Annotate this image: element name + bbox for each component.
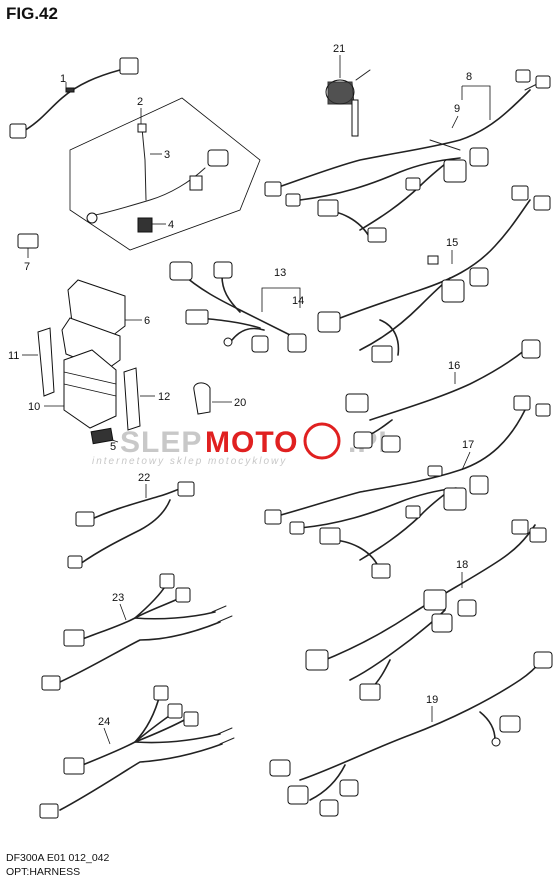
part-10-ecm[interactable] bbox=[63, 349, 117, 429]
callout-23: 23 bbox=[112, 592, 124, 604]
part-23-harness[interactable] bbox=[41, 573, 233, 691]
callout-4: 4 bbox=[168, 219, 174, 231]
part-5-pad[interactable] bbox=[90, 427, 114, 445]
callout-16: 16 bbox=[448, 360, 460, 372]
figure-title: FIG.42 bbox=[6, 4, 58, 23]
part-17-harness[interactable] bbox=[264, 395, 551, 579]
watermark-tagline: internetowy sklep motocyklowy bbox=[92, 456, 287, 467]
part-21-buzzer[interactable] bbox=[325, 69, 371, 137]
figure-subtitle: OPT:HARNESS bbox=[6, 866, 81, 878]
watermark: SLEP MOTO .PL internetowy sklep motocykl… bbox=[92, 422, 397, 467]
callout-11: 11 bbox=[8, 350, 19, 362]
callout-7: 7 bbox=[24, 261, 30, 273]
callout-18: 18 bbox=[456, 559, 468, 571]
callout-3: 3 bbox=[164, 149, 170, 161]
callout-19: 19 bbox=[426, 694, 438, 706]
callout-22: 22 bbox=[138, 472, 150, 484]
part-20-boot[interactable] bbox=[193, 382, 211, 415]
part-16-harness[interactable] bbox=[345, 339, 541, 453]
part-22-harness[interactable] bbox=[67, 481, 195, 569]
callout-20: 20 bbox=[234, 397, 246, 409]
part-18-harness[interactable] bbox=[305, 519, 547, 701]
part-11-bracket[interactable] bbox=[37, 327, 55, 397]
callout-21: 21 bbox=[333, 43, 345, 55]
figure-code: DF300A E01 012_042 bbox=[6, 852, 110, 864]
watermark-text-left: SLEP bbox=[120, 426, 202, 459]
callout-2: 2 bbox=[137, 96, 143, 108]
part-7-cap[interactable] bbox=[17, 233, 39, 249]
part-19-harness[interactable] bbox=[269, 651, 553, 817]
callout-15: 15 bbox=[446, 237, 458, 249]
callout-10: 10 bbox=[28, 401, 40, 413]
watermark-text-mid: MOTO bbox=[205, 426, 298, 459]
part-24-harness[interactable] bbox=[39, 685, 235, 819]
callout-14: 14 bbox=[292, 295, 304, 307]
callout-24: 24 bbox=[98, 716, 110, 728]
callout-12: 12 bbox=[158, 391, 170, 403]
callout-5: 5 bbox=[110, 441, 116, 453]
callout-13: 13 bbox=[274, 267, 286, 279]
part-8-harness[interactable] bbox=[264, 69, 551, 243]
callout-6: 6 bbox=[144, 315, 150, 327]
callout-17: 17 bbox=[462, 439, 474, 451]
part-12-bracket[interactable] bbox=[123, 367, 141, 431]
callout-8: 8 bbox=[466, 71, 472, 83]
part-2-kit[interactable] bbox=[69, 97, 261, 251]
part-15-harness[interactable] bbox=[317, 185, 551, 363]
part-13-harness[interactable] bbox=[169, 261, 307, 353]
watermark-logo-icon bbox=[303, 422, 341, 460]
callout-1: 1 bbox=[60, 73, 66, 85]
part-1-harness[interactable] bbox=[9, 57, 139, 139]
callout-9: 9 bbox=[454, 103, 460, 115]
